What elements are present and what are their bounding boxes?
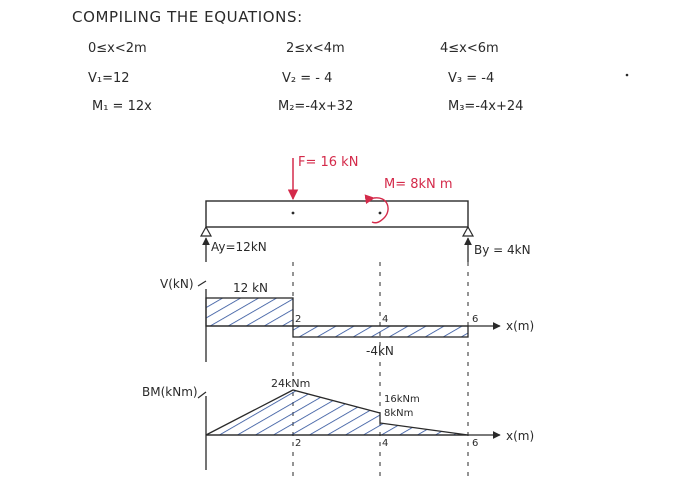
applied-force-label: F= 16 kN (298, 155, 358, 170)
moment-eq-3: M₃=-4x+24 (448, 99, 523, 114)
right-support-icon (461, 225, 475, 237)
right-reaction-label: By = 4kN (474, 243, 531, 257)
shear-axis-label: V(kN) (160, 277, 194, 291)
stray-dot (625, 73, 629, 77)
shear-eq-1: V₁=12 (88, 71, 130, 86)
moment-label-8: 8kNm (384, 408, 413, 419)
shear-tick-4: 4 (382, 314, 388, 325)
moment-tick-4: 4 (382, 438, 388, 449)
shear-axis-tick (197, 280, 207, 287)
shear-eq-3: V₃ = -4 (448, 71, 494, 86)
applied-moment-arrow (364, 194, 389, 224)
range-3: 4≤x<6m (440, 41, 499, 56)
moment-tick-6: 6 (472, 438, 478, 449)
moment-eq-1: M₁ = 12x (92, 99, 152, 114)
range-2: 2≤x<4m (286, 41, 345, 56)
moment-eq-2: M₂=-4x+32 (278, 99, 353, 114)
shear-tick-6: 6 (472, 314, 478, 325)
page-title: COMPILING THE EQUATIONS: (72, 8, 303, 26)
moment-diagram-area (205, 389, 469, 436)
range-1: 0≤x<2m (88, 41, 147, 56)
shear-tick-2: 2 (295, 314, 301, 325)
shear-x-label: x(m) (506, 319, 534, 333)
applied-moment-label: M= 8kN m (384, 177, 453, 192)
shear-negative-block (292, 325, 469, 338)
moment-tick-2: 2 (295, 438, 301, 449)
beam (205, 200, 469, 228)
beam-mark-2m (291, 211, 295, 215)
moment-peak-label: 24kNm (271, 377, 310, 390)
moment-axis-label: BM(kNm) (142, 385, 198, 399)
moment-axis-tick (197, 391, 207, 399)
shear-positive-block (205, 297, 294, 327)
moment-x-label: x(m) (506, 429, 534, 443)
beam-mark-4m (378, 211, 382, 215)
shear-positive-label: 12 kN (233, 281, 268, 295)
moment-label-16: 16kNm (384, 394, 420, 405)
left-reaction-label: Ay=12kN (211, 240, 267, 254)
shear-negative-label: -4kN (366, 344, 394, 358)
shear-eq-2: V₂ = - 4 (282, 71, 332, 86)
left-support-icon (199, 225, 213, 237)
